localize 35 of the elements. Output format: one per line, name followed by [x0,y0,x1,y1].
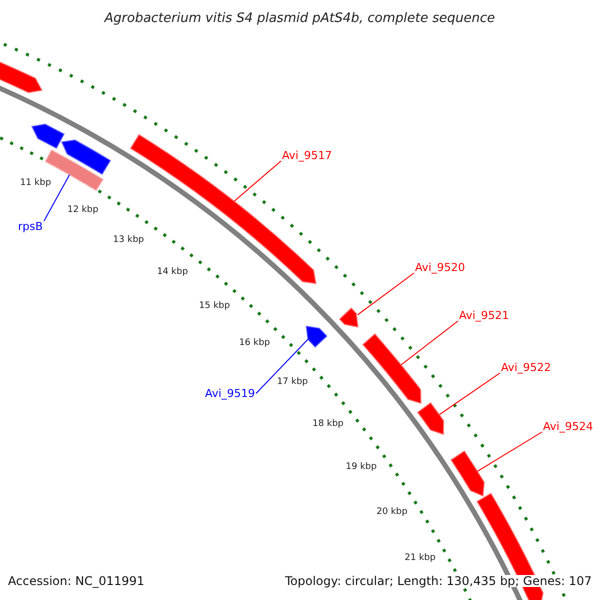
gene-label: Avi_9519 [205,388,255,398]
gene-segment [450,450,485,496]
scale-label: 16 kbp [239,339,270,348]
scale-label: 15 kbp [199,302,230,312]
scale-label: 21 kbp [404,554,436,564]
gene-label: Avi_9520 [415,262,465,272]
gene-label: Avi_9521 [459,310,509,320]
gene-label: Avi_9524 [543,420,593,432]
gene-segment [61,140,111,175]
leader-line [44,174,70,222]
leader-line [476,432,542,472]
scale-label: 18 kbp [312,420,344,429]
gene-segment [306,326,328,348]
gene-label: Avi_9517 [282,150,332,160]
summary-text: Topology: circular; Length: 130,435 bp; Genes: 107 [285,575,592,587]
scale-label: 17 kbp [276,378,308,388]
gene-segment [32,124,64,149]
gene-label: rpsB [18,220,43,232]
scale-label: 20 kbp [376,508,408,517]
gene-segment [362,334,422,404]
leader-line [400,320,458,366]
scale-label: 12 kbp [67,206,98,215]
scale-label: 11 kbp [20,179,52,188]
gene-segment [339,308,358,328]
gene-segment [417,402,444,435]
leader-line [234,160,282,202]
scale-label: 14 kbp [156,268,188,277]
leader-line [438,372,500,416]
scale-label: 19 kbp [346,462,377,472]
leader-line [357,272,414,316]
gene-label: Avi_9522 [501,362,551,372]
title: Agrobacterium vitis S4 plasmid pAtS4b, complete sequence [104,12,496,24]
accession-text: Accession: NC_011991 [8,575,144,587]
leader-line [256,338,308,394]
scale-label: 13 kbp [113,236,144,245]
